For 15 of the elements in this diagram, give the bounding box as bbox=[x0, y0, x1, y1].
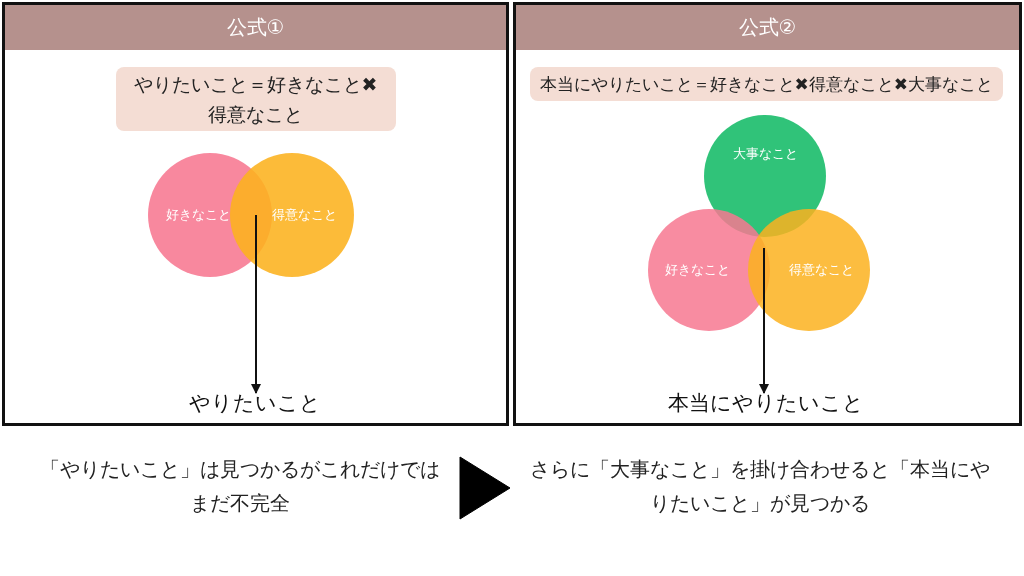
formula-panel bbox=[513, 2, 1022, 426]
caption-text: 「やりたいこと」は見つかるがこれだけではまだ不完全 bbox=[40, 452, 440, 524]
venn-circle: 得意なこと bbox=[748, 209, 870, 331]
arrow bbox=[759, 247, 769, 394]
caption-text: さらに「大事なこと」を掛け合わせると「本当にやりたいこと」が見つかる bbox=[530, 452, 990, 524]
formula-label: 本当にやりたいこと＝好きなこと✖得意なこと✖大事なこと bbox=[529, 67, 1003, 101]
result-text: 本当にやりたいこと bbox=[656, 389, 876, 425]
panel-header: 公式② bbox=[516, 5, 1019, 50]
panel-header: 公式① bbox=[5, 5, 506, 50]
arrow-triangle bbox=[459, 456, 511, 520]
venn-circle: 得意なこと bbox=[230, 153, 354, 277]
result-text: やりたいこと bbox=[155, 389, 355, 425]
arrow bbox=[251, 214, 261, 394]
formula-label: やりたいこと＝好きなこと✖得意なこと bbox=[115, 67, 396, 131]
formula-panel bbox=[2, 2, 509, 426]
